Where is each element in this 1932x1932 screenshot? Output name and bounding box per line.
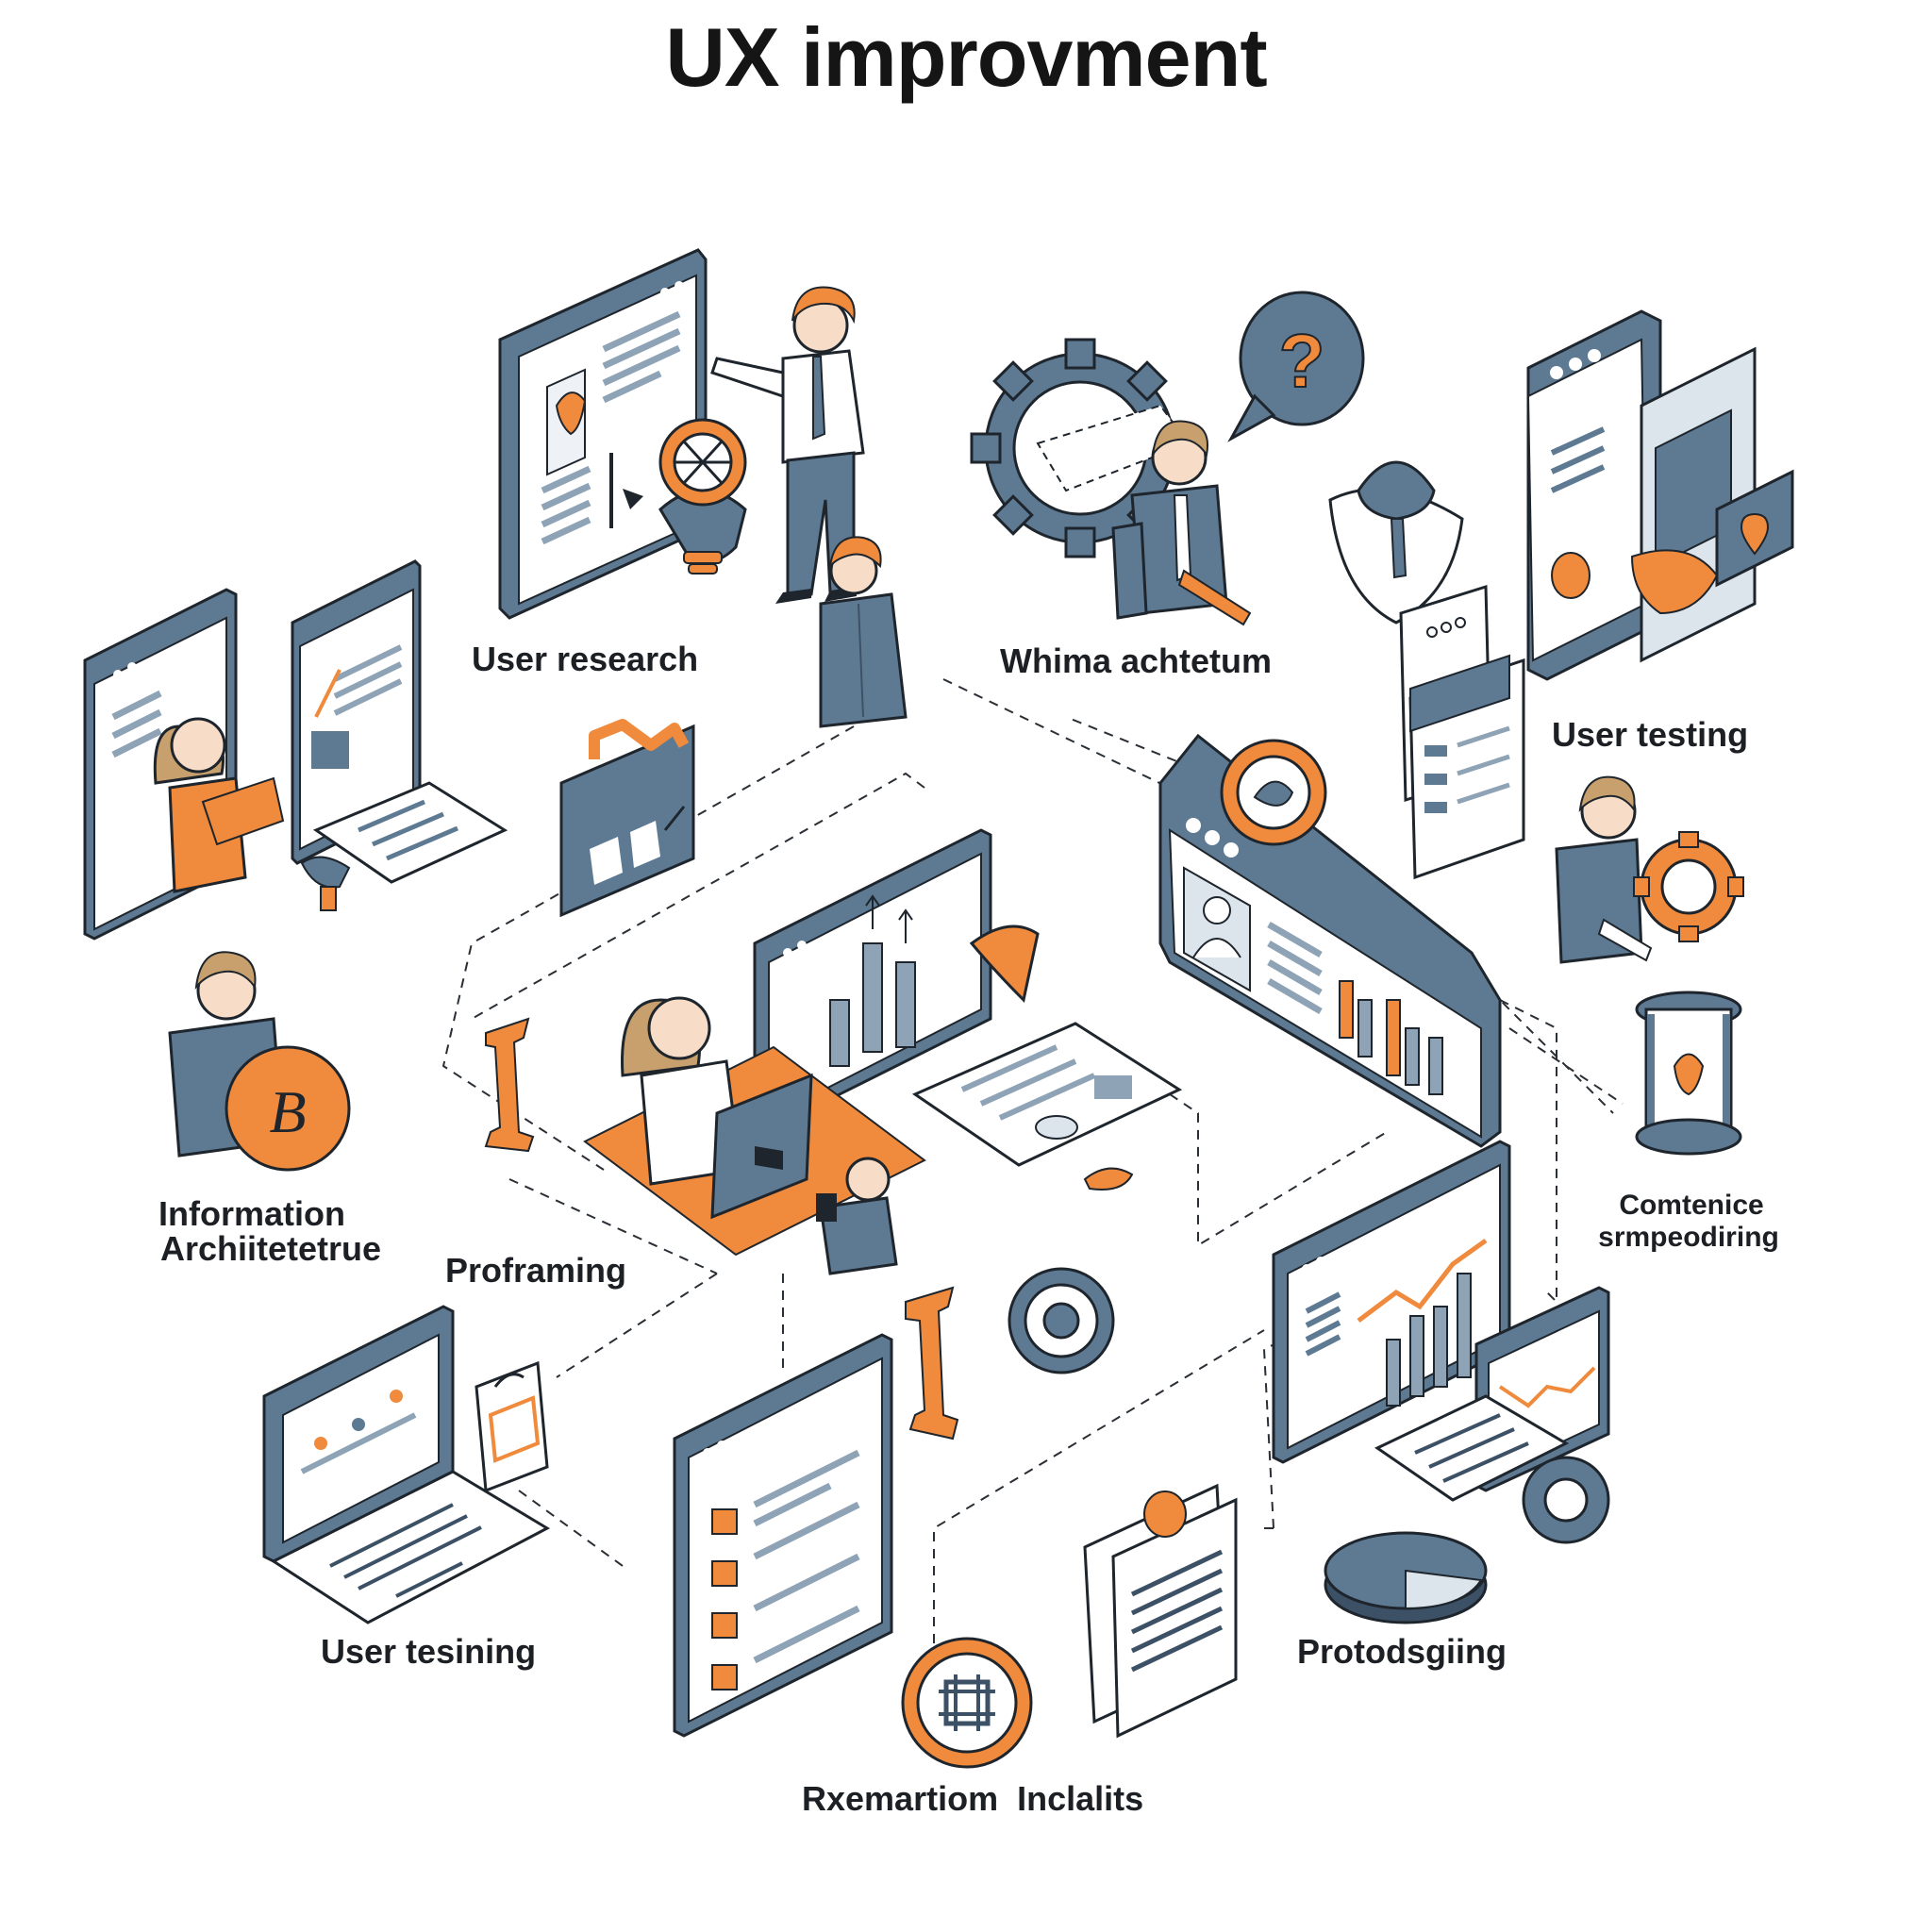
folder-board-icon: [559, 719, 695, 918]
label-architecture: Archiitetetrue: [160, 1229, 382, 1268]
ring-magnifier-icon: [1220, 739, 1327, 846]
label-comtenice: Comtenice: [1619, 1190, 1764, 1221]
orange-beam-icon: [905, 1286, 959, 1441]
label-proframing: Proframing: [445, 1251, 627, 1290]
badge-letter-glyph: B: [269, 1078, 306, 1145]
central-analytics-illustration: [583, 828, 1183, 1275]
analytics-monitor-illustration: [1272, 1140, 1511, 1464]
report-document-icon: [1083, 1483, 1238, 1739]
alarm-clock-icon: [475, 1360, 549, 1493]
user-research-illustration: [498, 248, 908, 728]
gear-icon: [1522, 1456, 1610, 1544]
analyst-person-icon: [1111, 420, 1252, 626]
label-srmpeodiring: srmpeodiring: [1598, 1222, 1779, 1253]
small-gear-icon: [1008, 1267, 1115, 1374]
connector-line: [556, 1273, 718, 1378]
label-user-tesining: User tesining: [321, 1632, 537, 1671]
label-user-testing: User testing: [1552, 715, 1749, 754]
question-mark-glyph: ?: [1279, 319, 1325, 403]
hourglass-lightbulb-icon: [1635, 991, 1742, 1156]
page-title: UX improvment: [665, 10, 1267, 104]
connector-line: [1490, 990, 1614, 1114]
user-testing-server-illustration: [1526, 309, 1794, 681]
connector-line: [508, 1178, 718, 1274]
label-protodsgiing: Protodsgiing: [1297, 1632, 1507, 1671]
connector-line: [471, 772, 925, 1020]
label-information: Information: [158, 1194, 345, 1233]
woman-person-icon: [153, 717, 285, 893]
lightbulb-wheel-icon: [658, 418, 747, 575]
info-architecture-person-icon: B: [168, 951, 351, 1172]
question-bubble-icon: ?: [1227, 291, 1365, 442]
laptop-chart-illustration: [1374, 1286, 1610, 1544]
label-user-research: User research: [472, 640, 699, 678]
architecture-gear-illustration: ?: [970, 291, 1464, 626]
connector-line: [1499, 999, 1557, 1305]
seated-helper-person-icon: [816, 1157, 898, 1275]
label-rxemartiom: Rxemartiom Inclalits: [802, 1779, 1144, 1818]
laptop-illustration: [262, 1305, 551, 1624]
connector-line: [441, 725, 855, 1171]
label-whima-achtetum: Whima achtetum: [1000, 641, 1273, 680]
shield-person-icon: [1328, 460, 1464, 625]
checklist-panel-illustration: [673, 1333, 893, 1738]
woman-screens-illustration: [83, 559, 508, 941]
badge-gear-icon: [901, 1637, 1033, 1769]
document-stack-icon: [1399, 584, 1525, 880]
orange-beam-icon: [484, 1017, 535, 1153]
seated-person-icon: [819, 536, 908, 728]
connector-line: [518, 1490, 624, 1567]
presenter-person-icon: [710, 286, 865, 604]
pie-chart-icon: [1324, 1531, 1488, 1624]
profile-dashboard-illustration: [1158, 733, 1502, 1148]
tester-gear-person-icon: [1555, 775, 1744, 964]
